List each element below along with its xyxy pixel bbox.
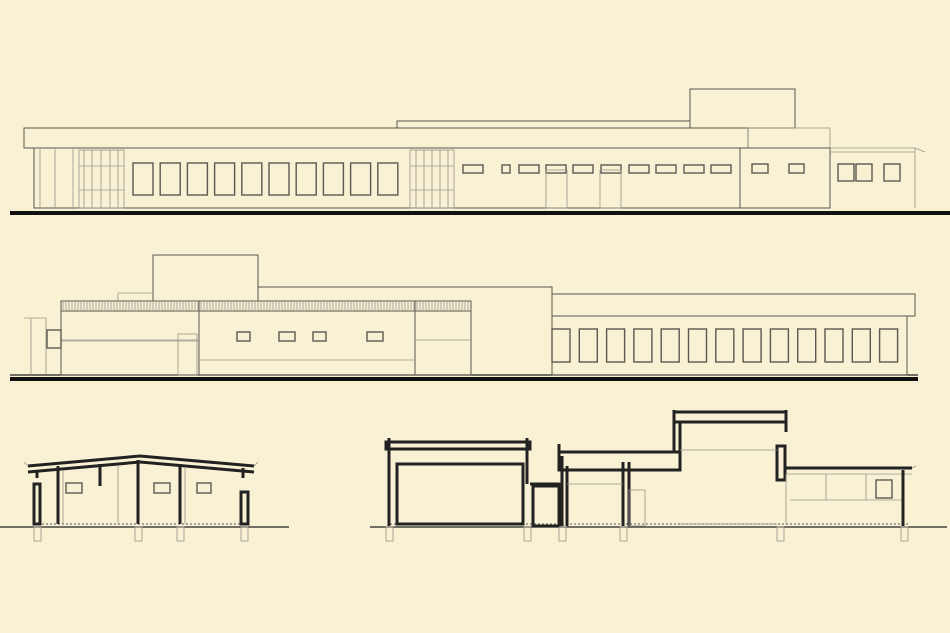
window	[687, 328, 708, 363]
elevation-2	[10, 254, 918, 381]
window	[551, 328, 571, 363]
glazed-bay-right	[409, 149, 455, 209]
window-row	[132, 162, 399, 196]
window	[715, 328, 735, 363]
door	[545, 169, 568, 209]
window	[769, 328, 790, 363]
roof-fascia	[23, 127, 749, 149]
window	[742, 328, 762, 363]
roof-cut	[672, 410, 788, 424]
window	[633, 328, 653, 363]
footings	[385, 526, 909, 542]
window	[605, 328, 626, 363]
window	[322, 162, 345, 196]
right-wing	[739, 147, 831, 209]
roof-cut	[27, 454, 255, 468]
roof-band	[60, 300, 472, 312]
elevation-1	[10, 88, 950, 215]
window	[878, 328, 899, 363]
right-wing-wall	[551, 315, 908, 376]
window	[797, 328, 817, 363]
window	[241, 162, 263, 196]
window	[377, 162, 399, 196]
center-block	[258, 286, 553, 375]
high-window-row	[462, 164, 732, 174]
section-2	[370, 410, 947, 542]
window	[213, 162, 236, 196]
left-wing-wall	[60, 310, 472, 376]
window	[824, 328, 844, 363]
door	[599, 169, 622, 209]
glazed-bay-left	[78, 149, 125, 209]
window	[578, 328, 598, 363]
window	[132, 162, 154, 196]
window	[159, 162, 181, 196]
door	[628, 489, 646, 527]
door	[177, 333, 198, 376]
window	[268, 162, 290, 196]
annex	[830, 147, 926, 208]
window	[186, 162, 209, 196]
window	[349, 162, 372, 196]
window	[851, 328, 871, 363]
room-cut	[395, 462, 525, 526]
right-wing-upper	[747, 127, 831, 149]
window-row	[551, 328, 899, 363]
roof-cut	[384, 440, 532, 451]
section-1	[0, 454, 289, 542]
main-wall	[33, 147, 741, 209]
roof-parapet	[396, 120, 691, 129]
roof-hatch	[62, 302, 469, 310]
footings	[33, 526, 249, 542]
window	[295, 162, 317, 196]
roof-tower	[689, 88, 796, 129]
roof-tower	[152, 254, 259, 302]
window	[660, 328, 680, 363]
right-roof-fascia	[551, 293, 916, 317]
